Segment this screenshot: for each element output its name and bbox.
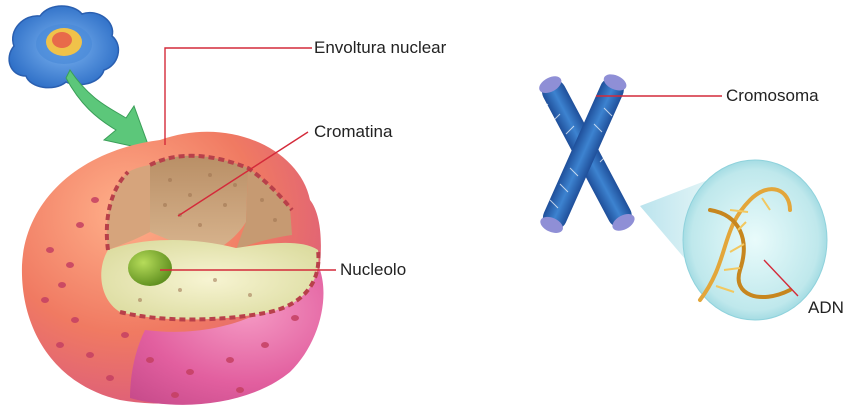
nucleolus xyxy=(128,250,172,286)
arrow-icon xyxy=(66,70,150,150)
small-cell-icon xyxy=(9,6,118,88)
label-adn: ADN xyxy=(808,298,844,318)
nucleus-illustration xyxy=(22,132,324,405)
dna-illustration xyxy=(640,160,827,320)
label-envoltura-nuclear: Envoltura nuclear xyxy=(314,38,446,58)
label-nucleolo: Nucleolo xyxy=(340,260,406,280)
leader-envoltura xyxy=(165,48,312,145)
label-cromosoma: Cromosoma xyxy=(726,86,819,106)
label-cromatina: Cromatina xyxy=(314,122,392,142)
